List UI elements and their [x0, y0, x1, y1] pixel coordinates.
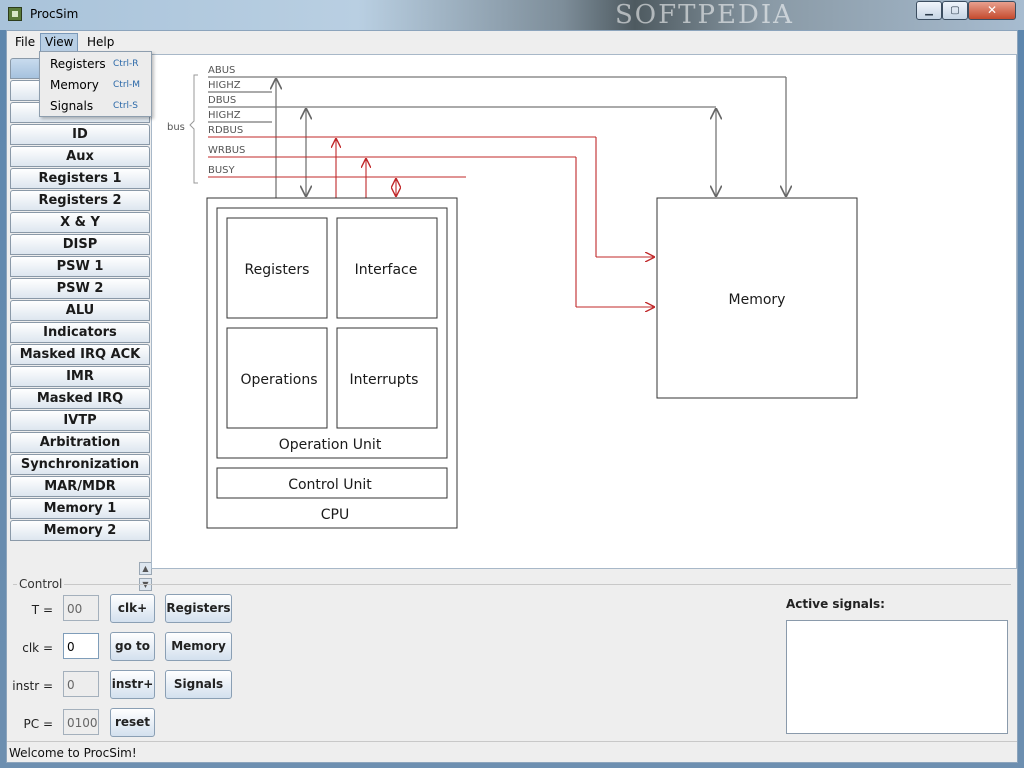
interrupts-block-label: Interrupts: [350, 372, 419, 388]
clk-input[interactable]: 0: [63, 633, 99, 659]
sidebar-item[interactable]: Memory 1: [10, 498, 150, 519]
sidebar-item[interactable]: PSW 2: [10, 278, 150, 299]
sidebar-item[interactable]: Indicators: [10, 322, 150, 343]
t-field: 00: [63, 595, 99, 621]
app-icon: [8, 7, 22, 21]
registers-block[interactable]: [226, 217, 328, 319]
sidebar-item[interactable]: PSW 1: [10, 256, 150, 277]
control-panel: Control T = 00 clk = 0 instr = 0 PC = 01…: [9, 577, 1014, 742]
menu-item-accelerator: Ctrl-R: [113, 59, 139, 69]
sidebar-item[interactable]: Registers 2: [10, 190, 150, 211]
sidebar-item[interactable]: MAR/MDR: [10, 476, 150, 497]
pc-label: PC =: [23, 717, 53, 731]
bus-line-label: HIGHZ: [208, 80, 241, 91]
operations-block[interactable]: [226, 327, 328, 429]
sidebar-item[interactable]: Synchronization: [10, 454, 150, 475]
bus-line-label: BUSY: [208, 165, 236, 176]
registers-button[interactable]: Registers: [165, 594, 232, 623]
scroll-up-arrow-icon[interactable]: ▲: [139, 562, 152, 575]
instr-label: instr =: [12, 679, 53, 693]
sidebar-item[interactable]: DISP: [10, 234, 150, 255]
sidebar-item[interactable]: Memory 2: [10, 520, 150, 541]
sidebar-item[interactable]: X & Y: [10, 212, 150, 233]
maximize-button[interactable]: ▢: [942, 1, 968, 20]
minimize-button[interactable]: ▁: [916, 1, 942, 20]
title-bar[interactable]: ProcSim SOFTPEDIA ▁ ▢ ✕: [0, 0, 1024, 30]
control-unit-block[interactable]: [216, 467, 448, 499]
interface-block[interactable]: [336, 217, 438, 319]
sidebar-item[interactable]: Arbitration: [10, 432, 150, 453]
menu-item-signals[interactable]: Signals Ctrl-S: [40, 96, 151, 117]
reset-button[interactable]: reset: [110, 708, 155, 737]
memory-button[interactable]: Memory: [165, 632, 232, 661]
goto-button[interactable]: go to: [110, 632, 155, 661]
pc-field: 0100: [63, 709, 99, 735]
processor-diagram: bus ABUS HIGHZ DBUS HIGHZ RDBUS WRBUS BU…: [151, 54, 1017, 569]
sidebar-item[interactable]: IMR: [10, 366, 150, 387]
interface-block-label: Interface: [355, 262, 418, 278]
bus-label: bus: [167, 122, 185, 133]
cpu-label: CPU: [321, 507, 349, 523]
control-title: Control: [17, 577, 65, 591]
operation-unit-label: Operation Unit: [279, 437, 382, 453]
bus-line-label: DBUS: [208, 95, 236, 106]
active-signals-label: Active signals:: [786, 597, 885, 611]
sidebar-item[interactable]: Aux: [10, 146, 150, 167]
status-text: Welcome to ProcSim!: [9, 746, 137, 760]
watermark: SOFTPEDIA: [615, 0, 794, 30]
t-label: T =: [31, 603, 53, 617]
active-signals-list[interactable]: [786, 620, 1008, 734]
control-unit-label: Control Unit: [288, 477, 372, 493]
menu-view[interactable]: View: [40, 33, 79, 52]
sidebar-item[interactable]: IVTP: [10, 410, 150, 431]
memory-block[interactable]: [656, 197, 858, 399]
menu-file[interactable]: File: [15, 35, 36, 49]
clk-plus-button[interactable]: clk+: [110, 594, 155, 623]
control-divider: [13, 584, 1011, 585]
bus-lines-red: [208, 136, 654, 307]
operations-block-label: Operations: [241, 372, 318, 388]
view-menu-dropdown: Registers Ctrl-R Memory Ctrl-M Signals C…: [39, 51, 152, 117]
interrupts-block[interactable]: [336, 327, 438, 429]
bus-line-label: RDBUS: [208, 125, 243, 136]
bus-brace: [189, 74, 198, 184]
clk-label: clk =: [22, 641, 53, 655]
instr-plus-button[interactable]: instr+: [110, 670, 155, 699]
bus-lines-gray: [208, 76, 786, 198]
sidebar-item[interactable]: Masked IRQ: [10, 388, 150, 409]
signals-button[interactable]: Signals: [165, 670, 232, 699]
menu-item-accelerator: Ctrl-M: [113, 80, 141, 90]
registers-block-label: Registers: [245, 262, 310, 278]
close-button[interactable]: ✕: [968, 1, 1016, 20]
window-title: ProcSim: [30, 7, 79, 21]
bus-line-label: ABUS: [208, 65, 235, 76]
menu-item-label: Registers: [50, 57, 106, 71]
menu-help[interactable]: Help: [87, 35, 115, 49]
instr-field: 0: [63, 671, 99, 697]
bus-line-label: WRBUS: [208, 145, 245, 156]
menu-bar: File View Help: [7, 31, 1017, 53]
sidebar-item[interactable]: ID: [10, 124, 150, 145]
menu-item-label: Memory: [50, 78, 99, 92]
memory-block-label: Memory: [729, 292, 786, 308]
menu-item-memory[interactable]: Memory Ctrl-M: [40, 75, 151, 96]
sidebar-item[interactable]: ALU: [10, 300, 150, 321]
status-bar: Welcome to ProcSim!: [7, 741, 1017, 762]
menu-item-registers[interactable]: Registers Ctrl-R: [40, 54, 151, 75]
bus-line-label: HIGHZ: [208, 110, 241, 121]
sidebar-item[interactable]: Masked IRQ ACK: [10, 344, 150, 365]
menu-item-accelerator: Ctrl-S: [113, 101, 138, 111]
menu-item-label: Signals: [50, 99, 94, 113]
sidebar-item[interactable]: Registers 1: [10, 168, 150, 189]
